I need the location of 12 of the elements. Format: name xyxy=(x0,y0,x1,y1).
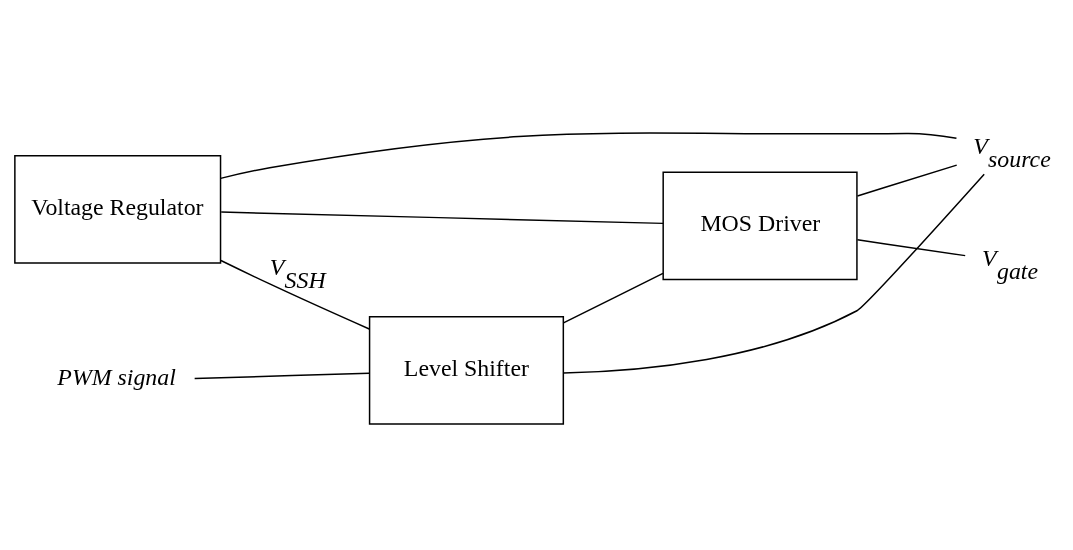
node-box: Voltage Regulator xyxy=(14,155,222,264)
connector xyxy=(856,164,958,197)
connector xyxy=(856,239,966,257)
node-box: MOS Driver xyxy=(662,171,858,281)
connector xyxy=(220,211,664,225)
connector xyxy=(220,259,370,330)
connector xyxy=(562,272,664,324)
node-text: PWM signal xyxy=(57,363,176,390)
connector xyxy=(562,173,985,374)
connector xyxy=(193,372,370,380)
node-box: Level Shifter xyxy=(368,316,565,425)
connector xyxy=(219,132,958,180)
